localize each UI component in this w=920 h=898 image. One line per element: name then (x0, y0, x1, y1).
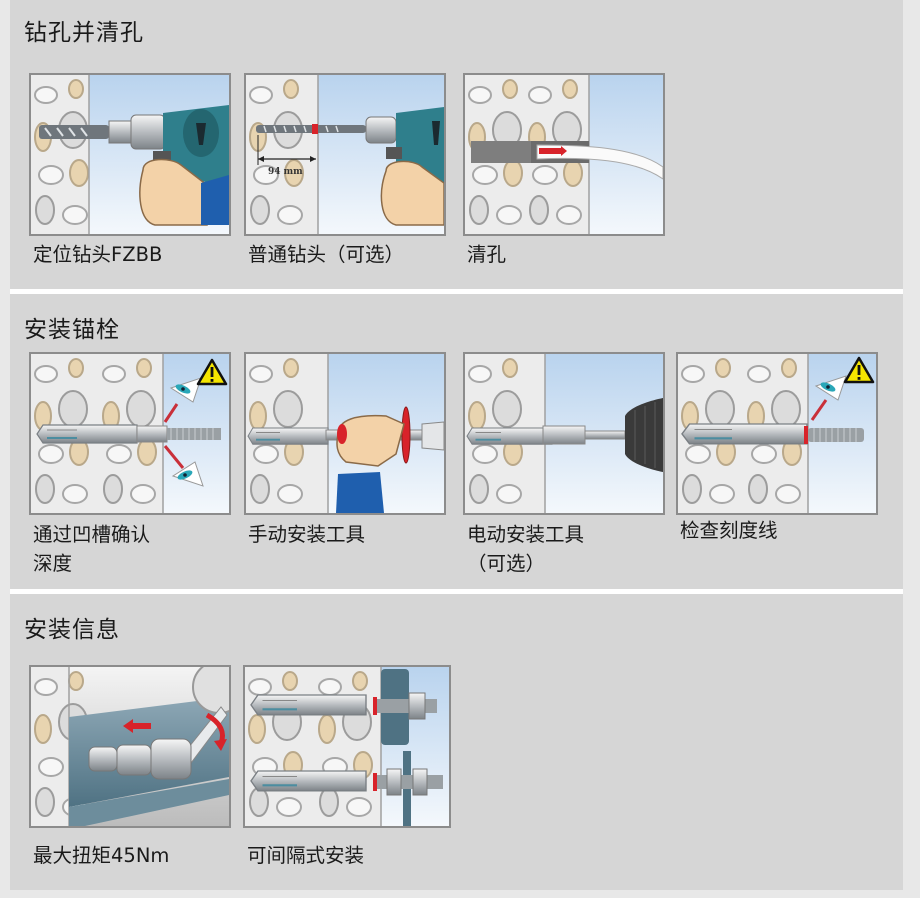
step-caption: 最大扭矩45Nm (33, 844, 170, 867)
illustration-drill-with-positioning-bit (29, 73, 231, 236)
step-caption: 可间隔式安装 (247, 844, 365, 867)
step-caption: 检查刻度线 (680, 519, 778, 542)
section-install-anchor: 安装锚栓 通过凹槽确认 深度 (10, 294, 903, 589)
illustration-check-depth-groove (29, 352, 231, 515)
illustration-stand-off-installation (243, 665, 451, 828)
dimension-label: 94 mm (268, 167, 303, 177)
step-caption: 定位钻头FZBB (33, 243, 163, 266)
section-title: 安装信息 (24, 617, 120, 643)
illustration-blow-out-hole (463, 73, 665, 236)
section-title: 安装锚栓 (24, 317, 120, 343)
illustration-manual-setting-tool (244, 352, 446, 515)
section-drill-and-clean: 钻孔并清孔 定位钻头FZBB (10, 0, 903, 289)
illustration-drill-with-standard-bit: 94 mm (244, 73, 446, 236)
section-title: 钻孔并清孔 (24, 20, 144, 46)
step-caption: 普通钻头（可选） (248, 243, 405, 266)
section-separator (10, 589, 903, 594)
section-install-info: 安装信息 (10, 594, 903, 890)
step-caption: 手动安装工具 (248, 523, 366, 546)
step-caption: 通过凹槽确认 深度 (33, 523, 151, 575)
section-separator (10, 289, 903, 294)
step-caption: 清孔 (467, 243, 507, 266)
step-caption: 电动安装工具 （可选） (467, 523, 585, 575)
illustration-check-marking-line (676, 352, 878, 515)
illustration-power-setting-tool (463, 352, 665, 515)
illustration-torque-wrench (29, 665, 231, 828)
